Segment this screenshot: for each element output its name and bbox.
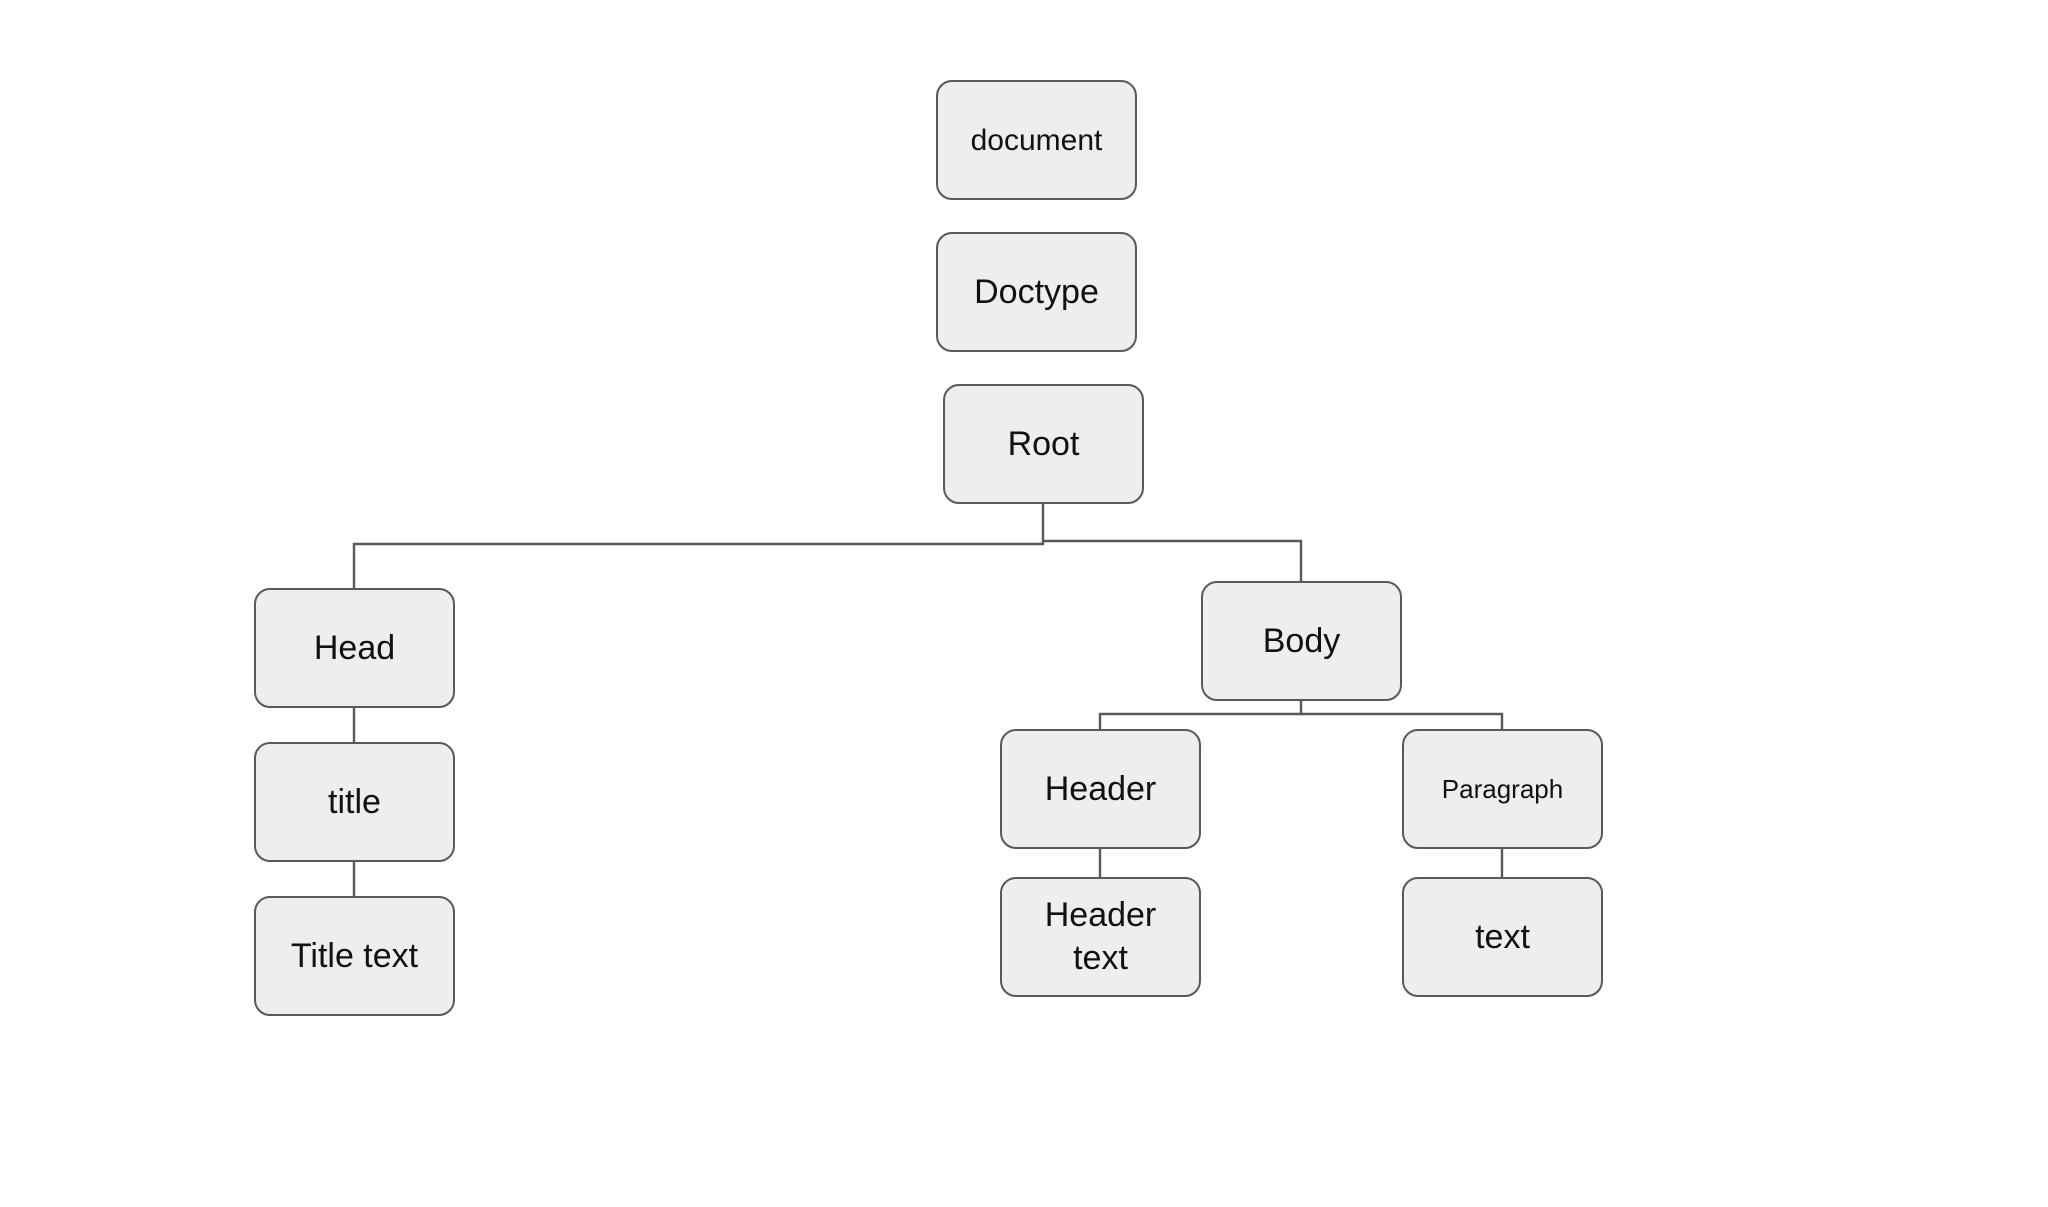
node-header-label: Header (1044, 769, 1157, 808)
node-paragraph-label: Paragraph (1441, 773, 1564, 804)
node-head-label: Head (313, 628, 396, 667)
connector-root-body (1041, 539, 1303, 581)
connector-body-header (1098, 701, 1303, 729)
node-root: Root (943, 384, 1144, 504)
node-text: text (1402, 877, 1603, 997)
node-document-label: document (970, 123, 1103, 157)
node-head: Head (254, 588, 455, 708)
connector-body-paragraph (1301, 712, 1504, 729)
node-doctype-label: Doctype (974, 272, 1099, 311)
node-title: title (254, 742, 455, 862)
node-root-label: Root (1007, 424, 1080, 463)
node-title-text: Title text (254, 896, 455, 1016)
node-body-label: Body (1262, 621, 1341, 660)
node-paragraph: Paragraph (1402, 729, 1603, 849)
connector-root-head (352, 504, 1045, 588)
node-title-label: title (328, 782, 381, 821)
node-document: document (936, 80, 1137, 200)
node-title-text-label: Title text (290, 936, 419, 975)
node-header-text-label: Header text (1044, 896, 1157, 977)
node-header: Header (1000, 729, 1201, 849)
node-doctype: Doctype (936, 232, 1137, 352)
node-body: Body (1201, 581, 1402, 701)
node-text-label: text (1475, 917, 1530, 956)
node-header-text: Header text (1000, 877, 1201, 997)
